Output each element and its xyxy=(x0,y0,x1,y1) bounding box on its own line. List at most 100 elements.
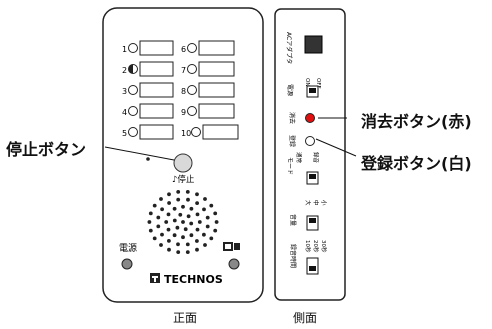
speaker-hole xyxy=(181,235,185,240)
speaker-hole xyxy=(195,227,200,232)
rec-time-switch[interactable] xyxy=(306,257,319,275)
message-led-9 xyxy=(187,106,197,116)
microphone-hole xyxy=(146,157,150,161)
message-led-8 xyxy=(187,85,197,95)
message-led-2-indicator xyxy=(128,64,133,74)
speaker-hole xyxy=(175,225,180,230)
speaker-hole xyxy=(203,197,207,201)
message-led-5 xyxy=(128,127,138,137)
speaker-hole xyxy=(195,201,200,206)
speaker-hole xyxy=(167,192,171,197)
message-button-7[interactable] xyxy=(198,61,235,77)
speaker-hole xyxy=(167,201,172,205)
message-led-7 xyxy=(187,64,197,74)
ac-adapter-label: ACアダプタ xyxy=(285,32,293,64)
stop-button-label: ♪停止 xyxy=(172,174,195,185)
speaker-hole xyxy=(202,232,206,237)
message-led-3 xyxy=(128,85,138,95)
right-number-6: 6 xyxy=(181,45,186,54)
speaker-hole xyxy=(181,204,185,209)
stop-button-callout: 停止ボタン xyxy=(6,140,87,159)
speaker-hole xyxy=(183,227,188,232)
mode-normal-label: 通常 xyxy=(295,152,303,164)
speaker-hole xyxy=(159,243,163,247)
side-view-caption: 側面 xyxy=(293,311,318,325)
message-button-8[interactable] xyxy=(198,82,235,98)
left-number-3: 3 xyxy=(122,87,127,96)
message-led-4 xyxy=(128,106,138,116)
mode-switch[interactable] xyxy=(306,171,319,185)
message-led-1 xyxy=(128,43,138,53)
mode-record-label: 録音 xyxy=(312,152,320,164)
power-off-label: OFF xyxy=(315,78,321,89)
power-switch[interactable] xyxy=(306,85,319,98)
message-button-4[interactable] xyxy=(139,103,174,119)
speaker-hole xyxy=(209,203,214,208)
speaker-hole xyxy=(213,228,218,233)
rec-time-20-label: 20秒 xyxy=(312,240,320,253)
speaker-hole xyxy=(152,236,157,241)
erase-button[interactable] xyxy=(305,113,315,123)
message-button-10[interactable] xyxy=(202,124,239,140)
speaker-hole xyxy=(189,233,194,238)
speaker-hole xyxy=(156,215,161,220)
side-power-label: 電源 xyxy=(286,84,294,96)
speaker-hole xyxy=(159,197,163,201)
speaker-hole xyxy=(147,220,152,224)
speaker-hole xyxy=(148,228,153,233)
message-button-9[interactable] xyxy=(198,103,235,119)
rec-time-30-label: 30秒 xyxy=(320,240,328,253)
speaker-hole xyxy=(202,207,206,212)
speaker-hole xyxy=(189,206,194,211)
left-number-5: 5 xyxy=(122,129,127,138)
speaker-hole xyxy=(172,218,177,223)
speaker-hole xyxy=(209,236,214,241)
left-number-1: 1 xyxy=(122,45,127,54)
speaker-hole xyxy=(189,221,194,226)
volume-switch[interactable] xyxy=(306,215,319,231)
speaker-hole xyxy=(176,190,181,194)
erase-button-callout: 消去ボタン(赤) xyxy=(361,112,472,131)
speaker-hole xyxy=(195,192,199,197)
mode-label: モード xyxy=(286,157,293,175)
side-erase-label: 消去 xyxy=(288,112,296,124)
speaker-hole xyxy=(167,239,171,243)
message-button-5[interactable] xyxy=(139,124,174,140)
speaker-hole xyxy=(167,247,171,252)
speaker-hole xyxy=(148,211,153,216)
power-button[interactable] xyxy=(121,258,133,270)
power-on-label: ON xyxy=(304,78,310,86)
speaker-hole xyxy=(172,206,177,211)
message-button-6[interactable] xyxy=(198,40,235,56)
volume-label: 音量 xyxy=(289,214,297,226)
speaker-hole xyxy=(176,242,180,247)
speaker-hole xyxy=(185,190,190,194)
register-button[interactable] xyxy=(305,136,315,146)
message-button-2[interactable] xyxy=(139,61,174,77)
message-button-3[interactable] xyxy=(139,82,174,98)
message-button-1[interactable] xyxy=(139,40,174,56)
front-view-caption: 正面 xyxy=(173,311,198,325)
message-led-6 xyxy=(187,43,197,53)
speaker-hole xyxy=(172,233,177,238)
register-button-callout: 登録ボタン(白) xyxy=(361,154,472,173)
stop-button[interactable] xyxy=(173,153,193,173)
side-register-label: 登録 xyxy=(288,135,296,147)
brand-name: TECHNOS xyxy=(164,273,223,286)
speaker-hole xyxy=(166,227,171,232)
right-number-9: 9 xyxy=(181,108,186,117)
record-icon xyxy=(223,242,240,251)
record-button[interactable] xyxy=(228,258,240,270)
speaker-hole xyxy=(195,239,199,243)
speaker-hole xyxy=(205,224,210,229)
stop-callout-line xyxy=(104,146,175,161)
speaker-hole xyxy=(197,220,202,224)
speaker-hole xyxy=(195,212,200,217)
speaker-hole xyxy=(176,197,181,202)
speaker-hole xyxy=(164,220,169,224)
left-number-2: 2 xyxy=(122,66,127,75)
right-number-8: 8 xyxy=(181,87,186,96)
